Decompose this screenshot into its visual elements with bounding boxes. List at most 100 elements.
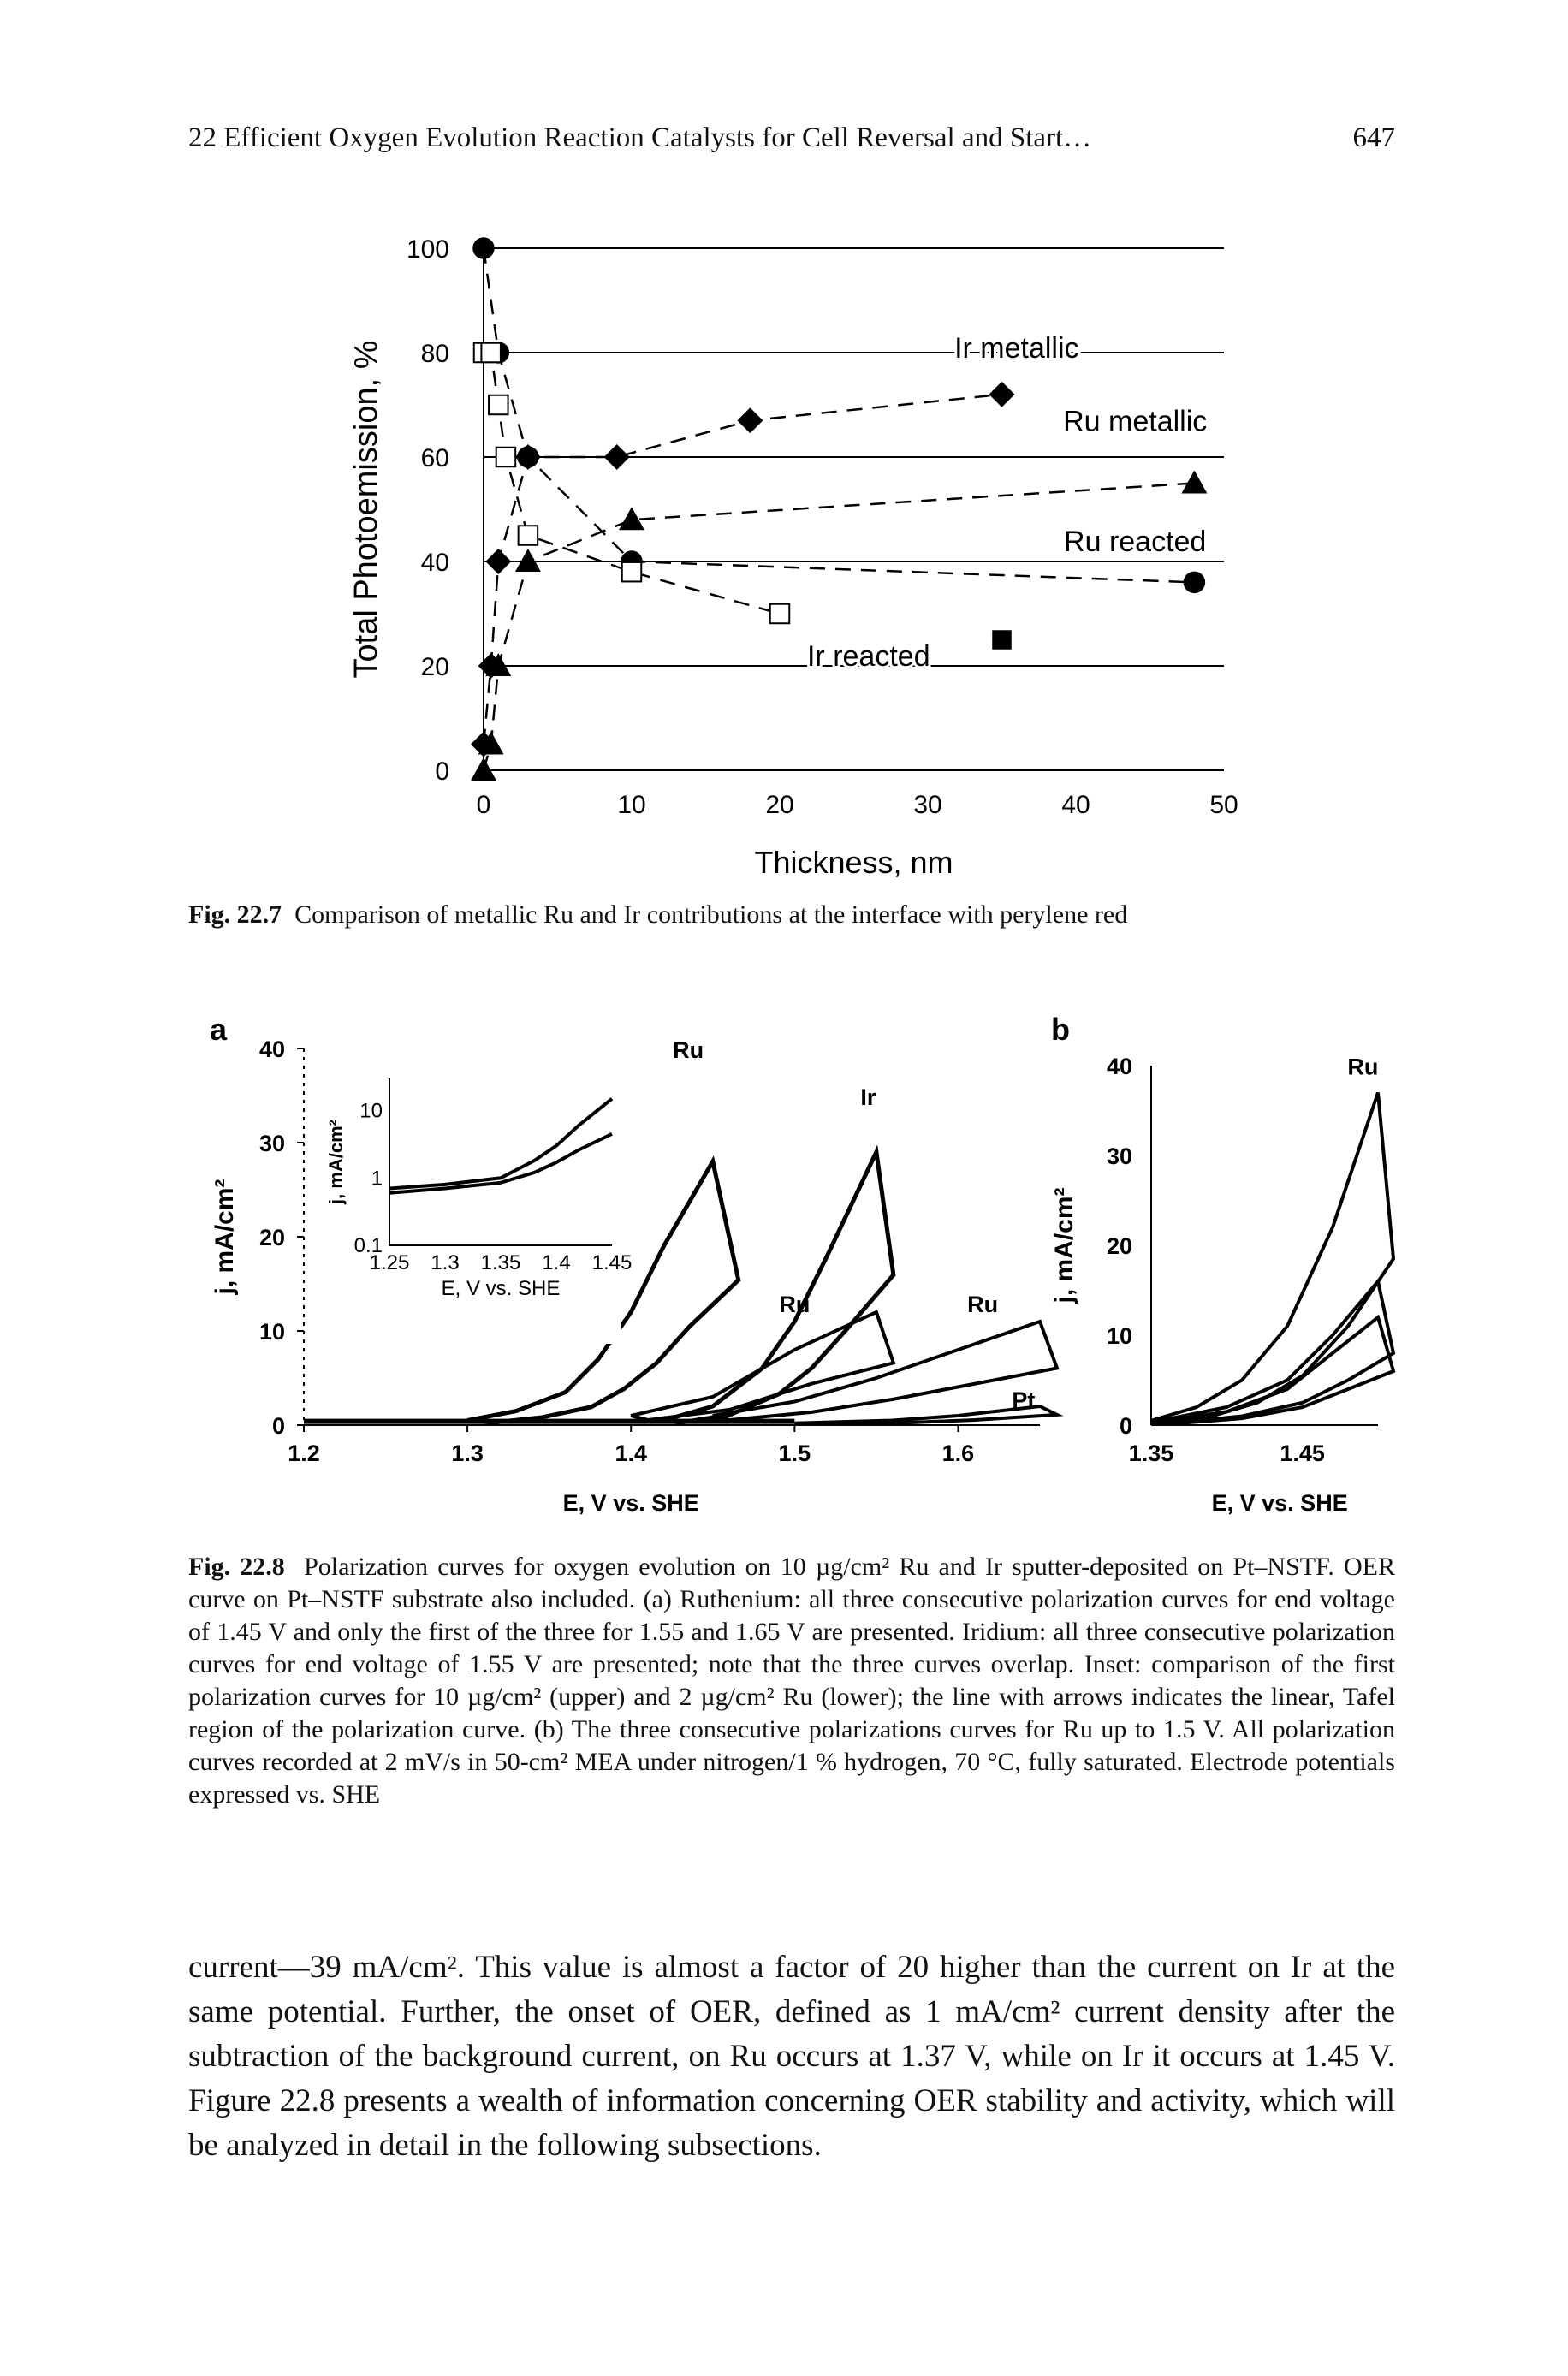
- marker-square-open: [517, 525, 539, 546]
- marker-triangle-filled: [485, 653, 512, 676]
- marker-triangle-filled: [619, 507, 644, 531]
- series-pt: [794, 1404, 1064, 1426]
- series-line: [482, 482, 1195, 771]
- y-tick-label: 100: [407, 235, 449, 264]
- y-tick-label: 20: [421, 653, 449, 681]
- y-axis-label: j, mA/cm²: [211, 1179, 239, 1295]
- y-tick-label: 10: [1107, 1323, 1132, 1349]
- marker-circle-filled: [472, 237, 495, 259]
- panel-b-label: b: [1051, 1012, 1070, 1047]
- marker-square-filled: [992, 630, 1012, 650]
- marker-triangle-filled: [514, 549, 541, 572]
- marker-square-open: [495, 446, 517, 468]
- series-ru: [466, 1155, 741, 1425]
- series-ir-reacted: [472, 342, 791, 625]
- annotation-label: Ir reacted: [807, 640, 930, 673]
- x-axis-label: Thickness, nm: [754, 845, 953, 880]
- marker-diamond-filled: [737, 407, 763, 434]
- x-tick-label: 40: [1061, 791, 1090, 819]
- inset-background: [338, 1061, 621, 1344]
- curve-label: Ru: [1347, 1054, 1378, 1080]
- marker-diamond-filled: [603, 444, 630, 470]
- inset-curve-lower: [389, 1132, 613, 1195]
- series-curve: [1150, 1091, 1396, 1425]
- y-tick-label: 40: [1107, 1054, 1132, 1079]
- annotation-label: Ir metallic: [954, 332, 1078, 365]
- marker-circle-filled: [517, 446, 539, 468]
- series-extra: [992, 630, 1012, 650]
- x-tick-label: 1.3: [451, 1440, 484, 1466]
- y-axis-label: Total Photoemission, %: [348, 341, 384, 679]
- caption-text: Polarization curves for oxygen evolution…: [188, 1553, 1395, 1809]
- series-curve: [1150, 1314, 1396, 1426]
- marker-triangle-filled: [478, 731, 504, 755]
- y-axis-label: j, mA/cm²: [1050, 1187, 1078, 1304]
- x-tick-label: 50: [1209, 791, 1238, 819]
- inset-y-axis-label: j, mA/cm²: [325, 1120, 347, 1205]
- caption-label: Fig. 22.7: [188, 900, 282, 929]
- x-tick-label: 1.6: [942, 1440, 975, 1466]
- inset-x-tick-label: 1.3: [431, 1251, 459, 1274]
- marker-square-open: [621, 561, 643, 583]
- marker-square-open: [480, 342, 502, 364]
- marker-diamond-filled: [989, 381, 1015, 407]
- y-tick-label: 0: [435, 757, 449, 786]
- y-tick-label: 80: [421, 340, 449, 368]
- y-tick-label: 60: [421, 444, 449, 472]
- series-ru: [712, 1319, 1060, 1422]
- marker-diamond-filled: [485, 549, 512, 574]
- caption-text: Comparison of metallic Ru and Ir contrib…: [294, 900, 1128, 929]
- inset-x-tick-label: 1.4: [542, 1251, 570, 1274]
- x-tick-label: 1.2: [288, 1440, 320, 1466]
- series-ru: [630, 1310, 896, 1422]
- series-curve: [466, 1155, 741, 1425]
- inset-y-tick-label: 1: [371, 1167, 383, 1190]
- marker-circle-filled: [1183, 571, 1206, 594]
- series-curve: [794, 1404, 1064, 1426]
- series-curve: [1150, 1277, 1396, 1426]
- x-tick-label: 1.5: [779, 1440, 811, 1466]
- x-tick-label: 10: [617, 791, 645, 819]
- figure-22-8-chart: a 0 10 20 30 40 1.2 1.3 1.4 1.5 1.6 E, V vs. SHE j, …: [210, 1012, 1396, 1516]
- marker-triangle-filled: [471, 757, 496, 781]
- caption-label: Fig. 22.8: [188, 1553, 285, 1581]
- marker-square-open: [488, 394, 509, 416]
- x-axis-label: E, V vs. SHE: [563, 1490, 699, 1516]
- y-tick-label: 40: [259, 1037, 285, 1062]
- x-tick-label: 1.35: [1129, 1440, 1174, 1466]
- y-tick-label: 10: [259, 1319, 285, 1345]
- annotation-label: Ru metallic: [1063, 406, 1207, 438]
- x-axis-label: E, V vs. SHE: [1212, 1490, 1348, 1516]
- inset-x-tick-label: 1.35: [481, 1251, 521, 1274]
- inset-x-axis-label: E, V vs. SHE: [442, 1277, 561, 1300]
- inset-x-tick-label: 1.45: [592, 1251, 633, 1274]
- y-tick-label: 20: [259, 1225, 285, 1250]
- series-line: [482, 393, 1002, 745]
- running-header: 22 Efficient Oxygen Evolution Reaction C…: [188, 122, 1395, 165]
- x-tick-label: 0: [477, 791, 491, 819]
- inset-y-tick-label: 10: [359, 1100, 383, 1123]
- curve-label: Ru: [673, 1037, 704, 1063]
- x-tick-label: 1.45: [1280, 1440, 1325, 1466]
- y-tick-label: 0: [272, 1413, 285, 1439]
- marker-triangle-filled: [1181, 470, 1208, 494]
- x-tick-label: 1.4: [615, 1440, 647, 1466]
- series-ir-metallic: [471, 381, 1015, 757]
- inset-x-tick-label: 1.25: [370, 1251, 410, 1274]
- marker-square-open: [769, 603, 791, 625]
- curve-label: Pt: [1012, 1387, 1035, 1413]
- curve-label: Ru: [967, 1292, 998, 1317]
- x-tick-label: 30: [913, 791, 941, 819]
- panel-a-label: a: [210, 1012, 228, 1047]
- curve-label: Ru: [779, 1292, 810, 1317]
- curve-label: Ir: [860, 1084, 876, 1110]
- series-ru-metallic: [471, 470, 1208, 781]
- y-tick-label: 40: [421, 549, 449, 577]
- figure-22-7-caption: Fig. 22.7 Comparison of metallic Ru and …: [188, 899, 1395, 931]
- figure-22-8-caption: Fig. 22.8 Polarization curves for oxygen…: [188, 1551, 1395, 1811]
- page-number: 647: [1352, 122, 1396, 153]
- inset-curve-upper: [389, 1097, 614, 1191]
- annotation-label: Ru reacted: [1064, 526, 1206, 558]
- y-tick-label: 30: [259, 1131, 285, 1156]
